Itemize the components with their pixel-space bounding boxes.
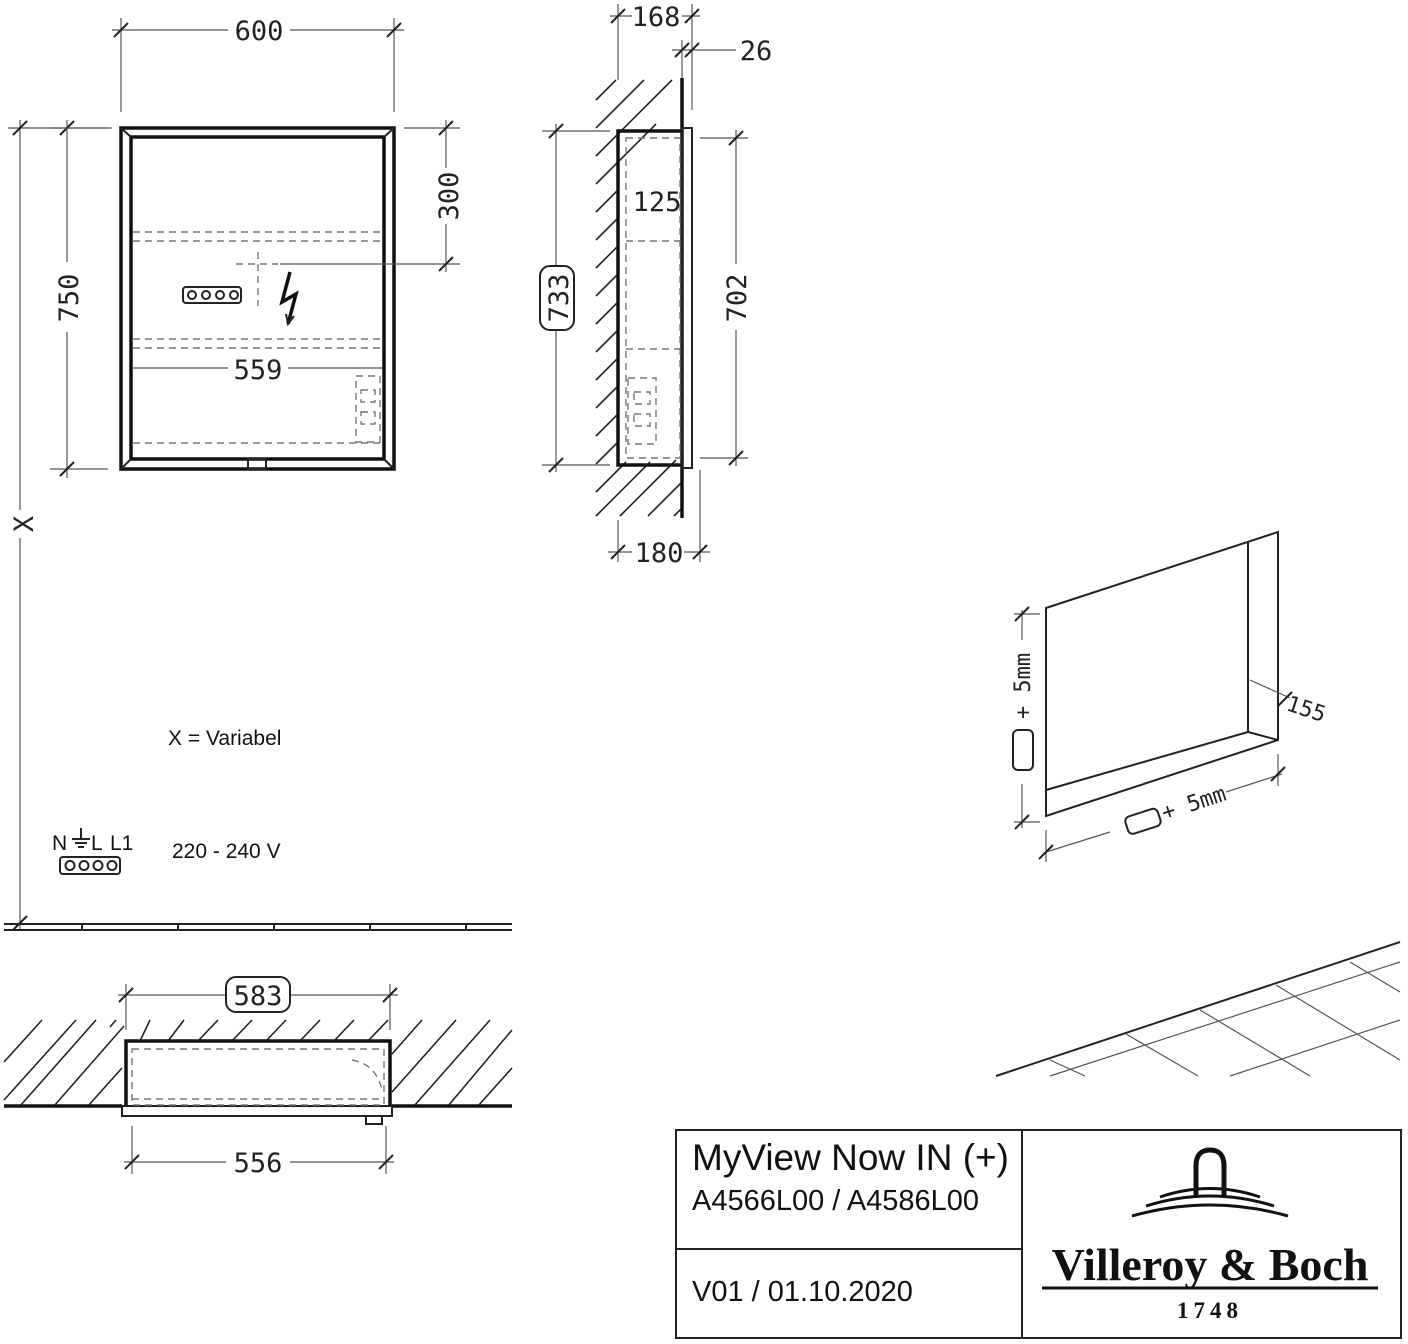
dimension-recess-depth: 155 bbox=[1283, 692, 1329, 728]
door-side bbox=[681, 127, 693, 469]
dimension-plan-inner-width: 556 bbox=[234, 1148, 283, 1179]
dimension-side-depth-top: 168 bbox=[632, 2, 681, 33]
dimension-front-width: 600 bbox=[235, 16, 284, 47]
front-view: 600 750 300 559 X bbox=[8, 16, 465, 931]
tolerance-height-box bbox=[1012, 729, 1034, 771]
door-plan bbox=[121, 1105, 393, 1117]
cabinet-body-side bbox=[616, 129, 682, 467]
notes: X = Variabel N L L1 220 - 240 V bbox=[52, 727, 281, 875]
version-date: V01 / 01.10.2020 bbox=[692, 1276, 913, 1308]
villeroy-boch-logo-icon bbox=[1131, 1147, 1289, 1218]
cabinet-inner-frame bbox=[129, 135, 386, 461]
dimension-front-height: 750 bbox=[54, 274, 85, 323]
lightning-icon bbox=[279, 271, 299, 327]
terminal-block-icon bbox=[59, 856, 121, 875]
voltage-note: 220 - 240 V bbox=[172, 840, 281, 863]
dimension-side-depth-bottom: 180 bbox=[635, 538, 684, 569]
ground-symbol-icon bbox=[72, 828, 90, 848]
brand-year: 1748 bbox=[1177, 1298, 1243, 1323]
dimension-variable-height: X bbox=[9, 516, 40, 532]
sensor-button bbox=[247, 458, 267, 470]
dimension-inner-width: 559 bbox=[234, 355, 283, 386]
isometric-floor bbox=[995, 941, 1401, 1077]
dimension-shelf-depth: 125 bbox=[633, 187, 682, 218]
dimension-box-733 bbox=[539, 265, 575, 331]
product-name: MyView Now IN (+) bbox=[692, 1137, 1009, 1178]
dimension-tolerance-width: + 5mm bbox=[1159, 782, 1230, 826]
terminal-label-l1: L1 bbox=[110, 832, 133, 855]
cabinet-outer-frame bbox=[119, 126, 396, 471]
recess-outline-iso bbox=[1045, 530, 1279, 818]
dimension-box-583 bbox=[225, 976, 291, 1013]
article-numbers: A4566L00 / A4586L00 bbox=[692, 1185, 979, 1217]
dimension-tolerance-height: + 5mm bbox=[1011, 653, 1036, 719]
floor-line bbox=[4, 923, 512, 931]
dimension-recess-width: 583 bbox=[234, 981, 283, 1012]
brand-name: Villeroy & Boch bbox=[1052, 1239, 1369, 1290]
isometric-recess-view: + 5mm + 5mm 155 bbox=[1011, 530, 1329, 862]
plan-section-view: 583 556 bbox=[3, 976, 513, 1179]
tolerance-width-box bbox=[1124, 807, 1162, 835]
wall-hatch-side bbox=[595, 79, 683, 517]
socket-box-front bbox=[355, 375, 381, 443]
cabinet-body-plan bbox=[124, 1039, 392, 1106]
dimension-recess-height: 733 bbox=[544, 274, 575, 323]
dimension-outlet-from-top: 300 bbox=[434, 172, 465, 221]
title-block: MyView Now IN (+) A4566L00 / A4586L00 V0… bbox=[675, 1129, 1402, 1339]
dimension-door-thickness: 26 bbox=[740, 36, 773, 67]
terminal-label-l: L bbox=[91, 832, 103, 855]
variable-note: X = Variabel bbox=[168, 727, 281, 750]
dimension-cabinet-height: 702 bbox=[722, 274, 753, 323]
terminal-block-icon bbox=[182, 286, 242, 304]
side-section-view: 168 26 125 733 702 180 bbox=[539, 2, 773, 569]
wall-hatch-plan bbox=[3, 1019, 513, 1107]
terminal-label-n: N bbox=[52, 832, 67, 855]
